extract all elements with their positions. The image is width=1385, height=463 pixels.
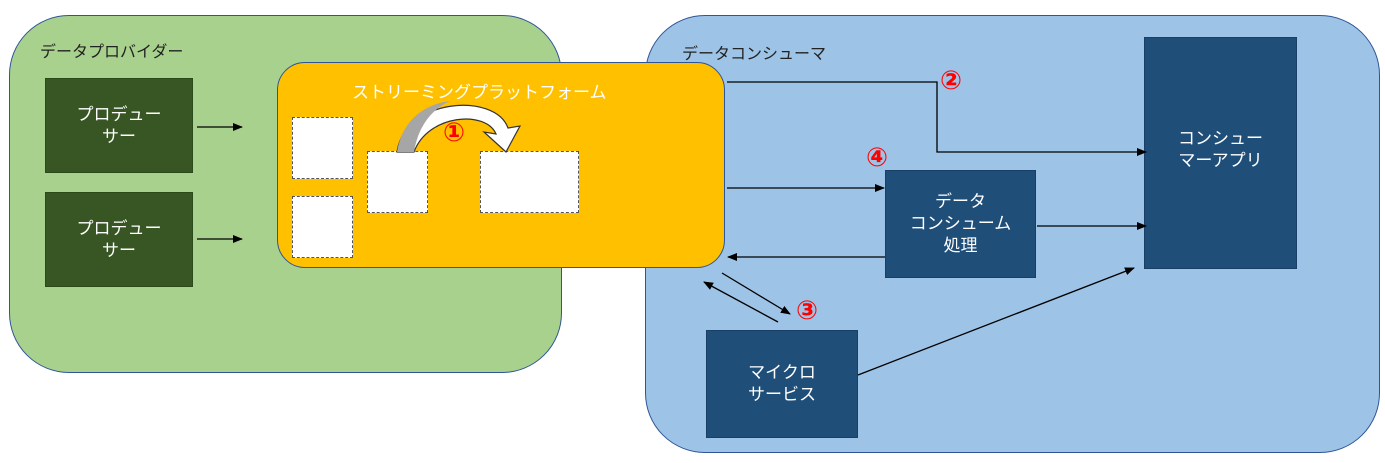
microservice-box: マイクロ サービス — [706, 330, 858, 438]
marker-4: ④ — [866, 143, 889, 173]
producer-box-1: プロデュー サー — [45, 78, 193, 173]
data-provider-label: データプロバイダー — [40, 42, 184, 61]
arrow-platform-app — [727, 81, 1147, 156]
data-consumer-label: データコンシューマ — [682, 44, 827, 63]
arrow-platform-microservice — [721, 272, 791, 315]
streaming-platform-label: ストリーミングプラットフォーム — [352, 83, 607, 103]
consumer-app-box: コンシュー マーアプリ — [1144, 37, 1297, 269]
topic-slot-4 — [480, 151, 579, 213]
marker-2: ② — [940, 66, 963, 96]
data-consume-processing-box: データ コンシューム 処理 — [885, 170, 1036, 278]
arrow-microservice-app — [857, 267, 1135, 376]
arrow-microservice-platform — [703, 281, 779, 323]
topic-slot-2 — [292, 196, 353, 258]
marker-1: ① — [443, 118, 466, 148]
topic-slot-1 — [292, 117, 353, 179]
curved-transfer-arrow-shade — [397, 101, 450, 152]
marker-3: ③ — [796, 296, 819, 326]
producer-box-2: プロデュー サー — [45, 192, 193, 287]
